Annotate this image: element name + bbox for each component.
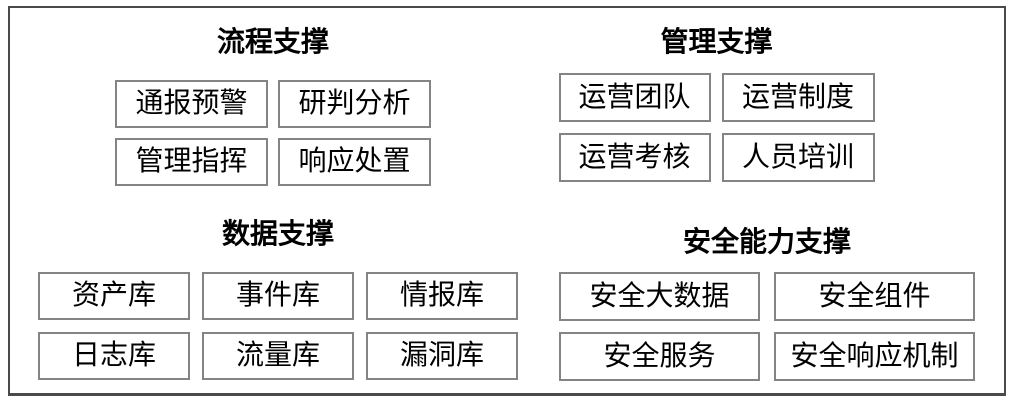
section-management-support: 管理支撑 运营团队 运营制度 运营考核 人员培训 xyxy=(558,28,875,182)
section-title: 管理支撑 xyxy=(660,27,773,58)
box-response-handling: 响应处置 xyxy=(278,138,431,186)
process-box-grid: 通报预警 研判分析 管理指挥 响应处置 xyxy=(115,80,431,186)
section-title: 安全能力支撑 xyxy=(682,227,851,258)
box-intelligence-db: 情报库 xyxy=(366,272,518,320)
box-log-db: 日志库 xyxy=(38,332,190,380)
box-personnel-training: 人员培训 xyxy=(721,133,875,182)
box-security-component: 安全组件 xyxy=(774,272,975,321)
box-analysis-judgment: 研判分析 xyxy=(278,80,431,128)
box-asset-db: 资产库 xyxy=(38,272,190,320)
security-box-grid: 安全大数据 安全组件 安全服务 安全响应机制 xyxy=(559,272,975,381)
box-management-command: 管理指挥 xyxy=(115,138,268,186)
box-notification-warning: 通报预警 xyxy=(115,80,268,128)
box-event-db: 事件库 xyxy=(202,272,354,320)
section-security-capability-support: 安全能力支撑 安全大数据 安全组件 安全服务 安全响应机制 xyxy=(559,228,975,381)
box-vulnerability-db: 漏洞库 xyxy=(366,332,518,380)
management-box-grid: 运营团队 运营制度 运营考核 人员培训 xyxy=(558,73,875,182)
box-traffic-db: 流量库 xyxy=(202,332,354,380)
box-security-response-mechanism: 安全响应机制 xyxy=(774,332,975,381)
box-security-big-data: 安全大数据 xyxy=(559,272,760,321)
box-operation-team: 运营团队 xyxy=(558,73,711,122)
section-data-support: 数据支撑 资产库 事件库 情报库 日志库 流量库 漏洞库 xyxy=(38,220,518,380)
box-operation-rules: 运营制度 xyxy=(721,73,875,122)
section-title: 流程支撑 xyxy=(216,27,329,58)
data-box-grid: 资产库 事件库 情报库 日志库 流量库 漏洞库 xyxy=(38,272,518,380)
section-title: 数据支撑 xyxy=(221,219,334,250)
outer-frame xyxy=(8,6,1006,396)
box-security-service: 安全服务 xyxy=(559,332,760,381)
box-operation-assessment: 运营考核 xyxy=(558,133,711,182)
section-process-support: 流程支撑 通报预警 研判分析 管理指挥 响应处置 xyxy=(115,28,431,186)
